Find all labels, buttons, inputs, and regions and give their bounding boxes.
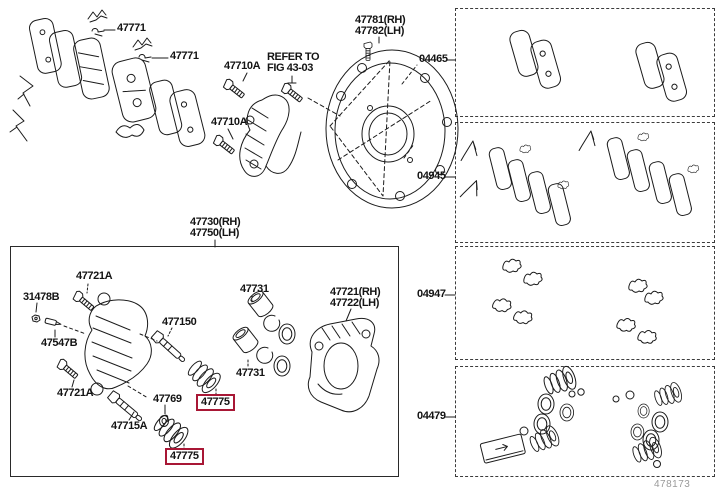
callout-mounting-bracket[interactable]: 47721(RH) 47722(LH) — [330, 286, 381, 309]
callout-slide-pin-lower[interactable]: 47715A — [111, 420, 148, 432]
caliper-assy-lh[interactable]: 47750(LH) — [190, 226, 239, 239]
kit-label-fitting-kit[interactable]: 04947 — [417, 288, 446, 300]
callout-caliper-bolt-lower[interactable]: 47721A — [57, 387, 94, 399]
kit-contents-drawing — [444, 29, 700, 468]
dust-shield-rh[interactable]: 47781(RH) — [355, 14, 406, 26]
kit-box-cylinder-kit — [455, 366, 715, 477]
callout-caliper-assembly[interactable]: 47730(RH) 47750(LH) — [190, 216, 241, 239]
caliper-bracket-drawing — [211, 72, 341, 177]
dust-shield-lh[interactable]: 47782(LH) — [355, 24, 404, 37]
refer-note-line2: FIG 43-03 — [267, 61, 313, 74]
dust-shield-drawing — [325, 36, 459, 209]
brake-pads-drawing — [9, 9, 206, 147]
callout-piston-upper[interactable]: 47731 — [240, 283, 269, 295]
callout-slide-bush[interactable]: 47769 — [153, 393, 182, 405]
callout-caliper-bolt-upper[interactable]: 47721A — [76, 270, 113, 282]
callout-pad-pin-upper[interactable]: 47771 — [117, 22, 146, 34]
callout-bleeder-plug[interactable]: 31478B — [23, 291, 60, 303]
figure-code: 478173 — [654, 479, 691, 490]
kit-box-fitting-kit — [455, 246, 715, 360]
mounting-lh[interactable]: 47722(LH) — [330, 296, 379, 309]
callout-slide-pin-upper[interactable]: 477150 — [162, 316, 197, 328]
mounting-rh[interactable]: 47721(RH) — [330, 286, 381, 298]
callout-bleeder-screw[interactable]: 47547B — [41, 337, 78, 349]
caliper-assy-rh[interactable]: 47730(RH) — [190, 216, 241, 228]
kit-box-pad-kit — [455, 8, 715, 117]
callout-pad-pin-lower[interactable]: 47771 — [170, 50, 199, 62]
callout-bracket-bolt-lower[interactable]: 47710A — [211, 116, 248, 128]
leader-lines — [103, 29, 216, 248]
callout-pin-boot-upper-highlighted[interactable]: 47775 — [196, 394, 235, 411]
kit-box-shim-kit — [455, 122, 715, 243]
kit-label-cylinder-kit[interactable]: 04479 — [417, 410, 446, 422]
callout-dust-shield[interactable]: 47781(RH) 47782(LH) — [355, 14, 406, 37]
callout-refer-note: REFER TO FIG 43-03 — [267, 51, 320, 74]
callout-bracket-bolt-upper[interactable]: 47710A — [224, 60, 261, 72]
refer-note-line1: REFER TO — [267, 51, 320, 63]
caliper-assembly-box — [10, 246, 399, 477]
caliper-exploded-drawing — [31, 283, 380, 452]
kit-label-pad-kit[interactable]: 04465 — [419, 53, 448, 65]
callout-pin-boot-lower-highlighted[interactable]: 47775 — [165, 448, 204, 465]
kit-label-shim-kit[interactable]: 04945 — [417, 170, 446, 182]
callout-piston-lower[interactable]: 47731 — [236, 367, 265, 379]
